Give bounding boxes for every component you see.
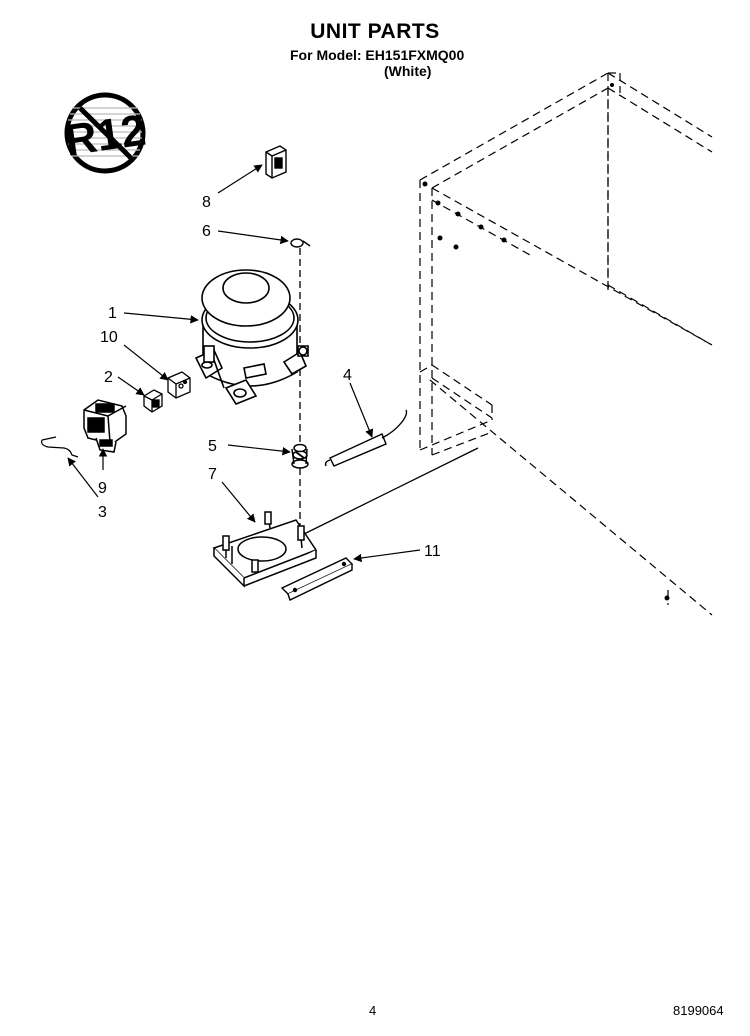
cabinet-screw-holes [422, 83, 670, 601]
part-2-overload [143, 389, 163, 413]
callout-10: 10 [100, 329, 118, 346]
part-7-base-plate [212, 511, 318, 588]
callout-8: 8 [202, 194, 211, 211]
page-number: 4 [369, 1003, 377, 1018]
callout-9: 9 [98, 480, 107, 497]
callout-numbers: 1 10 2 9 3 8 6 5 7 4 11 [98, 194, 441, 560]
part-9-relay [83, 399, 127, 453]
callout-7: 7 [208, 466, 217, 483]
refrigerant-line [299, 447, 479, 537]
part-3-wire-clip [41, 436, 79, 458]
part-11-bracket [280, 557, 354, 601]
callout-4: 4 [343, 367, 352, 384]
callout-1: 1 [108, 305, 117, 322]
callout-3: 3 [98, 504, 107, 521]
no-r12-prohibition-icon: R12 [62, 92, 149, 174]
document-number: 8199064 [673, 1003, 724, 1018]
callout-6: 6 [202, 223, 211, 240]
leader-lines [67, 164, 421, 563]
callout-11: 11 [424, 543, 441, 560]
part-10-connector [167, 371, 191, 399]
callout-2: 2 [104, 369, 113, 386]
part-1-compressor [194, 269, 309, 405]
page-title: UNIT PARTS [310, 20, 440, 43]
cabinet-outline [419, 72, 713, 616]
model-color: (White) [384, 63, 432, 79]
callout-5: 5 [208, 438, 217, 455]
part-8-clip [265, 145, 287, 179]
model-number: For Model: EH151FXMQ00 [290, 47, 465, 63]
part-5-grommet [291, 443, 309, 469]
part-6-clip [290, 238, 311, 248]
part-4-drier [324, 409, 408, 467]
